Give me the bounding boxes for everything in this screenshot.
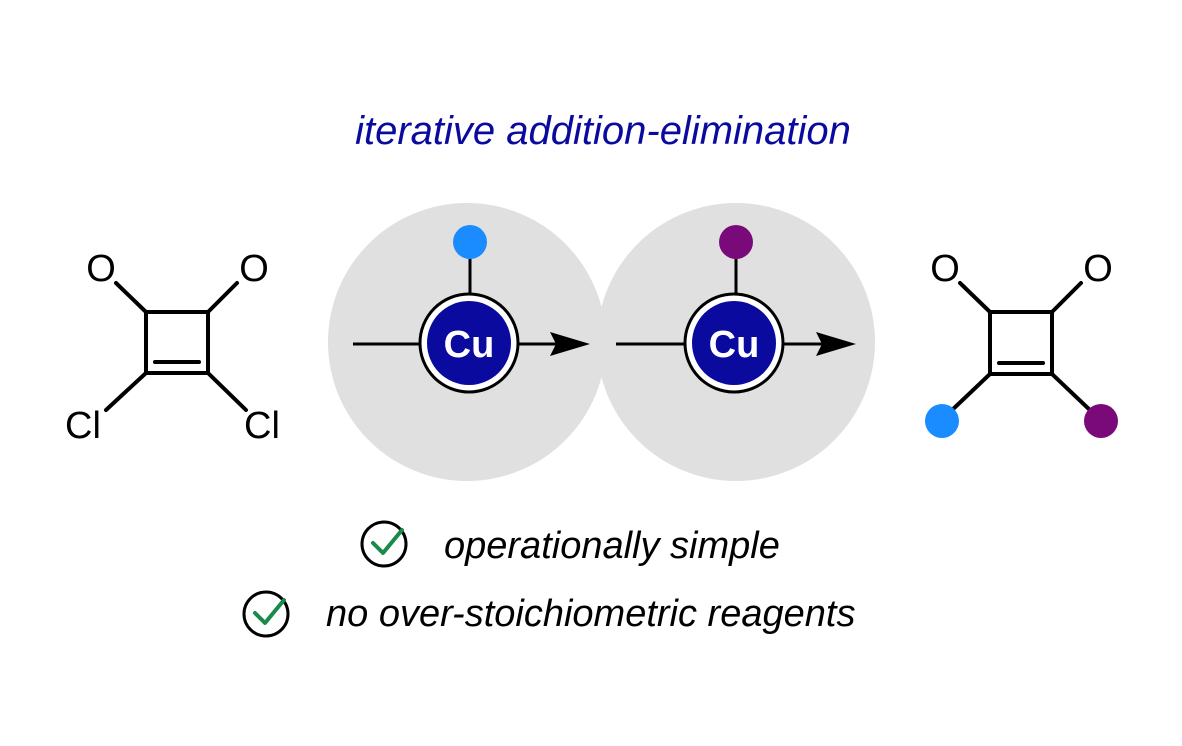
step2-substituent-dot	[719, 225, 753, 259]
feature-text-1: operationally simple	[444, 525, 780, 567]
reactant-oxygen-right: O	[239, 248, 269, 290]
product-oxygen-left: O	[930, 248, 960, 290]
product-left-substituent-dot	[925, 404, 959, 438]
step1-copper-center	[427, 301, 511, 385]
product-right-substituent-dot	[1084, 404, 1118, 438]
step1-substituent-dot	[453, 225, 487, 259]
step2-arrowhead	[816, 332, 856, 356]
step1-arrowhead	[550, 332, 590, 356]
step2-copper-center	[692, 301, 776, 385]
scheme-title: iterative addition-elimination	[355, 109, 851, 153]
product-disubstituted-cyclobutenedione	[948, 281, 1094, 414]
check-icon	[242, 590, 290, 638]
step1-copper-label: Cu	[444, 324, 495, 366]
reactant-chlorine-left: Cl	[65, 405, 101, 447]
step2-copper-label: Cu	[709, 324, 760, 366]
reactant-dichlorocyclobutenedione	[104, 281, 248, 412]
reactant-oxygen-left: O	[86, 248, 116, 290]
check-icon	[360, 520, 408, 568]
product-oxygen-right: O	[1083, 248, 1113, 290]
feature-text-2: no over-stoichiometric reagents	[326, 593, 855, 635]
reactant-chlorine-right: Cl	[244, 405, 280, 447]
